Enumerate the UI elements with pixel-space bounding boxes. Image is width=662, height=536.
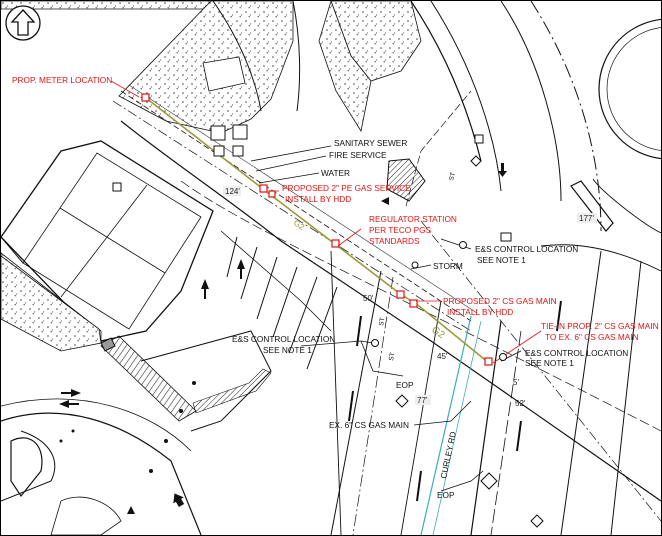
regulator-label-line2: PER TECO PGS (369, 225, 432, 235)
regulator-label-line3: STANDARDS (369, 236, 420, 246)
ex-gas-main-label: EX. 6" CS GAS MAIN (329, 420, 409, 430)
dot-line (59, 381, 196, 473)
st-label-3: ST (388, 352, 396, 361)
site-structures (100, 124, 512, 352)
eop-label-1: EOP (396, 380, 414, 390)
dim-124: 124' (225, 187, 240, 196)
north-arrow-icon (5, 5, 41, 41)
es-control-1-line1: E&S CONTROL LOCATION (475, 244, 578, 254)
callout-markers (141, 93, 493, 366)
st-label-1: ST (378, 317, 386, 326)
island-bottom-left (10, 437, 122, 535)
proposed-cs-label-line1: PROPOSED 2" CS GAS MAIN (443, 296, 557, 306)
proposed-cs-label-line2: INSTALL BY HDD (447, 307, 513, 317)
es-control-3-line1: E&S CONTROL LOCATION (525, 348, 628, 358)
es-control-3-line2: SEE NOTE 1 (525, 358, 574, 368)
fire-service-label: FIRE SERVICE (329, 150, 387, 160)
regulator-label-line1: REGULATOR STATION (369, 214, 457, 224)
water-label: WATER (321, 168, 350, 178)
tiein-label-line1: TIE-IN PROP. 2" CS GAS MAIN (541, 321, 659, 331)
es-control-symbols (371, 241, 507, 361)
landscape-areas (1, 1, 422, 352)
tiein-label-line2: TO EX. 6" CS GAS MAIN (545, 332, 639, 342)
storm-label: STORM (433, 261, 463, 271)
proposed-pe-label-line1: PROPOSED 2" PE GAS SERVICE (282, 183, 411, 193)
st-label-2: ST (448, 172, 457, 182)
traffic-arrows (59, 163, 507, 514)
proposed-gas-main (145, 97, 490, 364)
es-control-2-line1: E&S CONTROL LOCATION (232, 334, 335, 344)
lane-markings (348, 300, 562, 502)
tree-symbols (395, 155, 544, 528)
road-name-label: CURLEY RD (438, 431, 458, 480)
parking-stalls (226, 236, 338, 370)
sanitary-sewer-label: SANITARY SEWER (334, 138, 407, 148)
utility-lines (112, 84, 661, 535)
dim-177: 177' (579, 214, 594, 223)
prop-meter-location-label: PROP. METER LOCATION (12, 75, 112, 85)
stairs (100, 335, 272, 422)
dim-5: 5' (513, 378, 519, 387)
roundabout (598, 18, 661, 160)
dimension-labels: 124' 177' 50' 45' 5' 77' 52' (223, 186, 597, 408)
medians (540, 178, 661, 272)
es-control-2-line2: SEE NOTE 1 (263, 345, 312, 355)
gas-tag-1: G2 (292, 217, 307, 232)
es-control-1-line2: SEE NOTE 1 (477, 255, 526, 265)
proposed-pe-label-line2: INSTALL BY HDD (285, 194, 351, 204)
dim-50: 50' (363, 294, 374, 303)
dim-77: 77' (417, 396, 428, 405)
dim-45: 45' (437, 352, 448, 361)
eop-label-2: EOP (437, 490, 455, 500)
dim-52: 52' (515, 399, 526, 408)
